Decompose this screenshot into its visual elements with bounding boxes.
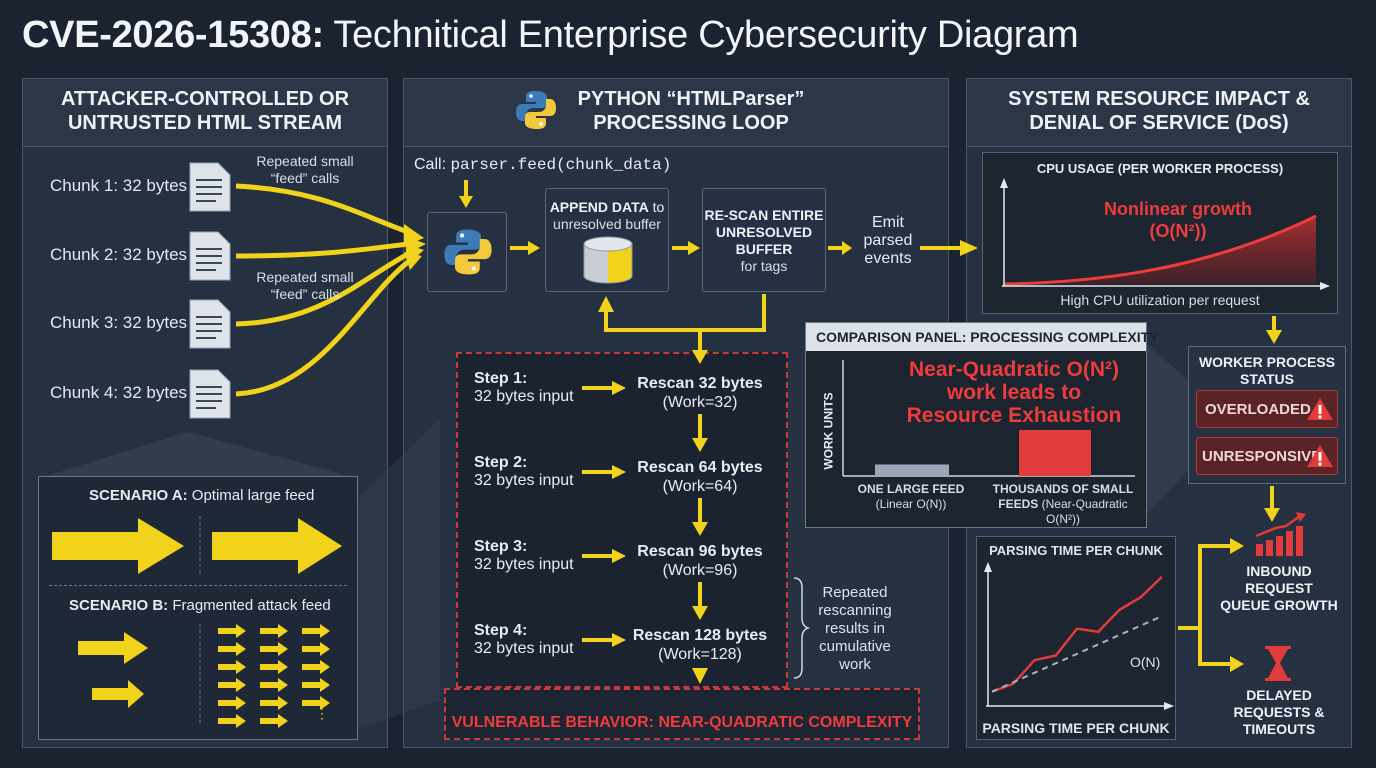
small-feed-arrow — [218, 696, 246, 710]
step-2-label: Step 2:32 bytes input — [474, 454, 574, 489]
parsing-time-chart — [984, 562, 1174, 710]
warning-icon — [1307, 398, 1333, 420]
small-feed-arrow — [218, 642, 246, 656]
small-feed-arrow — [218, 624, 246, 638]
comparison-chart — [842, 360, 1135, 477]
rescan-4: Rescan 128 bytes(Work=128) — [632, 627, 768, 663]
feed-note-1: Repeated small“feed” calls — [256, 153, 354, 186]
scenario-b-title: SCENARIO B: Fragmented attack feed — [69, 597, 331, 614]
parse-caption: PARSING TIME PER CHUNK — [982, 720, 1170, 736]
comparison-title: COMPARISON PANEL: PROCESSING COMPLEXITY — [806, 323, 1159, 351]
chunk-4-arrow — [235, 260, 410, 397]
comparison-bar — [875, 464, 949, 476]
chunk-1-label: Chunk 1: 32 bytes — [50, 176, 188, 195]
cpu-usage-chart-box: CPU USAGE (PER WORKER PROCESS) — [982, 152, 1338, 314]
cpu-caption: High CPU utilization per request — [1060, 292, 1260, 308]
comparison-bar-2-label: THOUSANDS OF SMALL FEEDS (Near-Quadratic… — [992, 482, 1134, 526]
step-region — [456, 352, 788, 688]
small-feed-arrow — [260, 642, 288, 656]
call-label: Call: parser.feed(chunk_data) — [414, 156, 672, 174]
buffer-database-icon — [583, 236, 633, 284]
rescan-buffer-box: RE-SCAN ENTIRE UNRESOLVED BUFFER for tag… — [702, 188, 826, 292]
chunk-3-label: Chunk 3: 32 bytes — [50, 313, 188, 332]
parsing-time-series — [991, 575, 1163, 693]
scenario-divider — [49, 585, 347, 586]
queue-growth-icon — [1255, 512, 1306, 556]
arrowhead — [404, 252, 422, 270]
rescan-3: Rescan 96 bytes(Work=96) — [637, 543, 763, 579]
feed-note-2: Repeated small“feed” calls — [256, 269, 354, 302]
cpu-callout: Nonlinear growth(O(N²)) — [1104, 199, 1252, 241]
python-logo-icon — [516, 91, 556, 129]
chunk-4-label: Chunk 4: 32 bytes — [50, 383, 188, 402]
chunk-3-arrow — [235, 251, 410, 327]
rescan-1: Rescan 32 bytes(Work=32) — [637, 375, 763, 411]
cpu-curve — [1000, 178, 1330, 290]
small-feed-arrow — [302, 696, 330, 710]
page-title: CVE-2026-15308: Technitical Enterprise C… — [22, 14, 1079, 56]
comparison-panel: COMPARISON PANEL: PROCESSING COMPLEXITY — [805, 322, 1159, 528]
comparison-bar — [1019, 430, 1091, 476]
large-feed-arrow — [52, 518, 184, 574]
chunk-2-label: Chunk 2: 32 bytes — [50, 245, 188, 264]
scenario-b-more: ⋮ — [315, 705, 329, 721]
step-3-label: Step 3:32 bytes input — [474, 538, 574, 573]
parser-python-box — [427, 212, 507, 292]
small-feed-arrow — [218, 660, 246, 674]
step-1-label: Step 1:32 bytes input — [474, 370, 574, 405]
small-feed-arrow — [302, 660, 330, 674]
vulnerable-banner: VULNERABLE BEHAVIOR: NEAR-QUADRATIC COMP… — [444, 688, 920, 740]
scenario-arrows — [52, 516, 342, 728]
small-feed-arrow — [302, 642, 330, 656]
rescan-2: Rescan 64 bytes(Work=64) — [637, 459, 763, 495]
linear-reference-series — [991, 615, 1163, 693]
comparison-bar-1-label: ONE LARGE FEED(Linear O(N)) — [857, 482, 965, 511]
scenario-box: SCENARIO A: Optimal large feed SCENARIO … — [38, 476, 358, 740]
small-feed-arrow — [260, 678, 288, 692]
small-feed-arrow — [218, 678, 246, 692]
parse-on-label: O(N) — [1130, 654, 1161, 670]
chunk-2-arrow — [235, 241, 409, 259]
fragment-arrow — [78, 632, 148, 664]
warning-icon — [1307, 445, 1333, 467]
zoom-wedge — [356, 418, 440, 730]
chunk-1-arrow — [235, 183, 409, 235]
python-logo-icon — [444, 229, 492, 275]
scenario-a-title: SCENARIO A: Optimal large feed — [89, 487, 315, 504]
cpu-title: CPU USAGE (PER WORKER PROCESS) — [1036, 161, 1284, 176]
large-feed-arrow — [212, 518, 342, 574]
small-feed-arrow — [260, 714, 288, 728]
small-feed-arrow — [260, 696, 288, 710]
middle-panel-heading: PYTHON “HTMLParser”PROCESSING LOOP — [404, 79, 948, 147]
small-feed-arrow — [302, 624, 330, 638]
zoom-wedge — [40, 432, 356, 478]
right-panel-heading: SYSTEM RESOURCE IMPACT &DENIAL OF SERVIC… — [967, 79, 1351, 147]
fragment-arrow — [92, 680, 144, 708]
small-feed-arrow — [260, 624, 288, 638]
hourglass-icon — [1265, 646, 1291, 681]
small-feed-arrow — [260, 660, 288, 674]
small-feed-arrow — [218, 714, 246, 728]
step-4-label: Step 4:32 bytes input — [474, 622, 574, 657]
small-feed-arrow — [302, 678, 330, 692]
overloaded-status: OVERLOADED — [1196, 390, 1338, 428]
parse-title: PARSING TIME PER CHUNK — [989, 543, 1163, 558]
